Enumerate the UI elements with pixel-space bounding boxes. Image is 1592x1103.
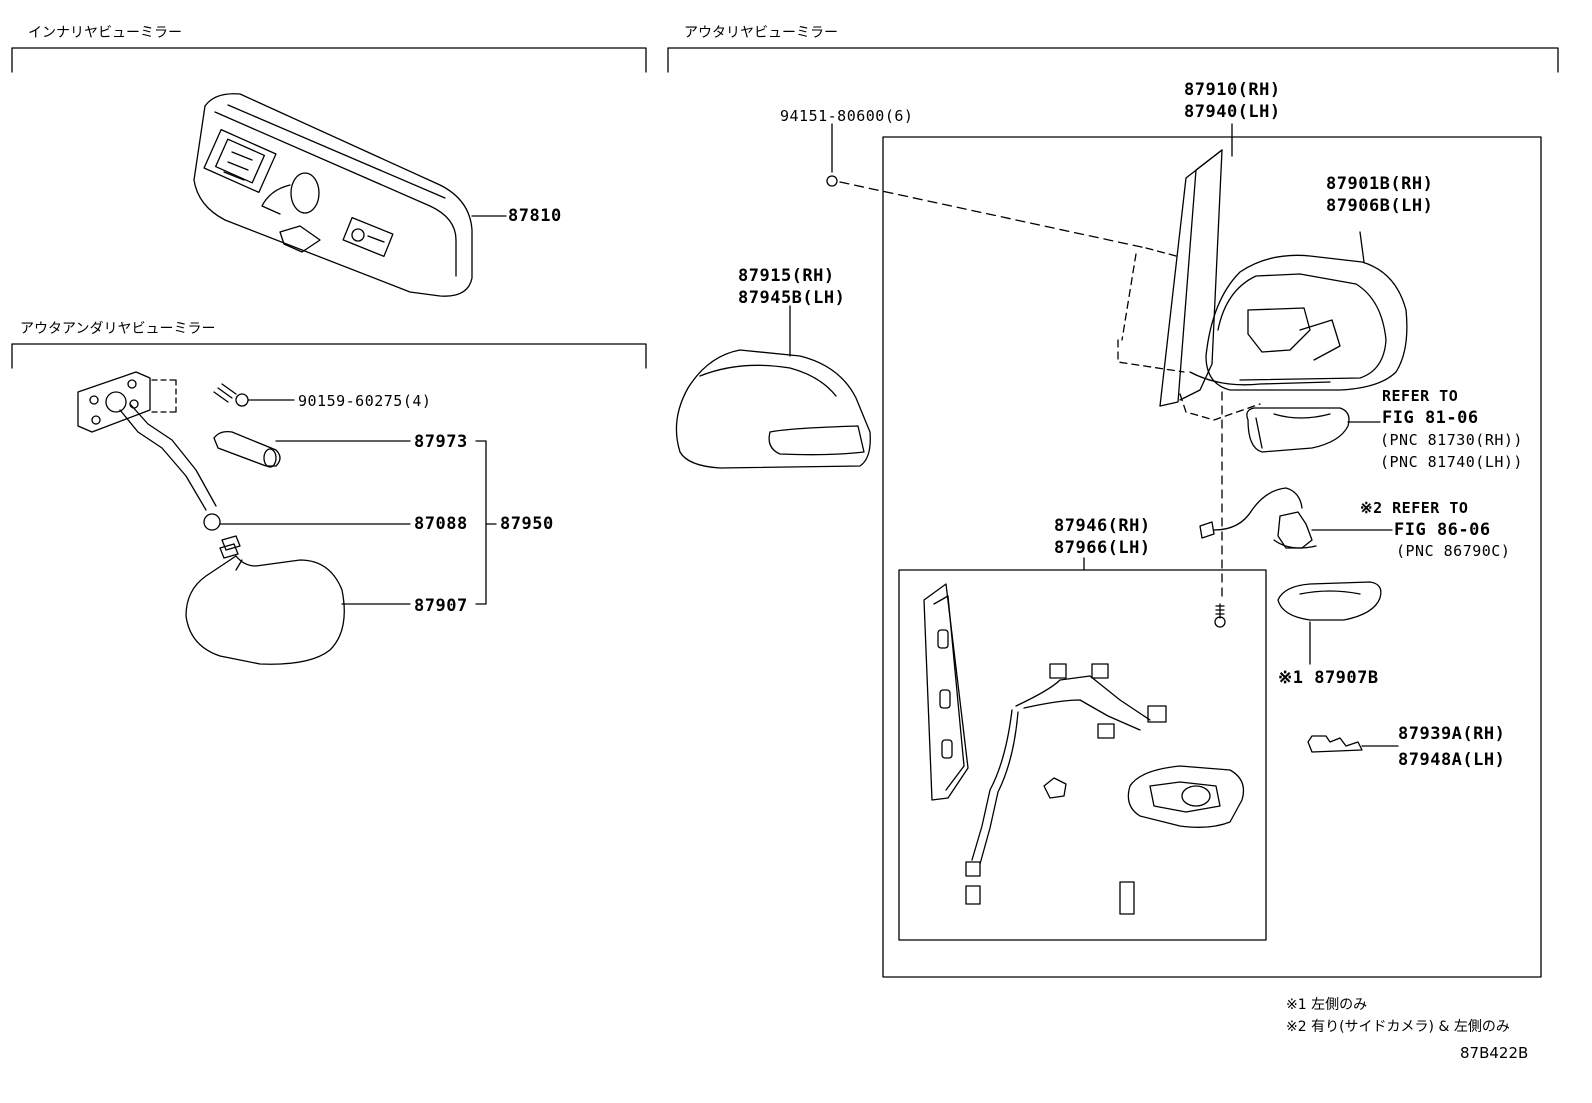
inner-mirror-drawing bbox=[194, 94, 506, 296]
label-87907B: ※1 87907B bbox=[1278, 668, 1379, 688]
screw-drawing bbox=[1215, 604, 1225, 627]
motor-assembly-drawing bbox=[924, 558, 1244, 914]
section-outer-title: アウタリヤビューミラー bbox=[684, 25, 838, 41]
section-outer-under-title: アウタアンダリヤビューミラー bbox=[20, 321, 216, 337]
under-mirror-drawing bbox=[78, 372, 496, 664]
label-87973: 87973 bbox=[414, 432, 468, 452]
label-94151: 94151-80600(6) bbox=[780, 107, 914, 125]
clip-87939A-drawing bbox=[1308, 736, 1398, 752]
section-inner-title: インナリヤビューミラー bbox=[28, 25, 182, 41]
label-87906B: 87906B(LH) bbox=[1326, 196, 1434, 216]
mirror-87910-drawing bbox=[1118, 124, 1407, 420]
ref2-line3: (PNC 86790C) bbox=[1396, 542, 1511, 560]
label-87088: 87088 bbox=[414, 514, 468, 534]
ref1-line3: (PNC 81730(RH)) bbox=[1380, 431, 1523, 449]
box-87910 bbox=[883, 137, 1541, 977]
cover-87915-drawing bbox=[676, 306, 870, 468]
label-87915: 87915(RH) bbox=[738, 266, 835, 286]
label-90159: 90159-60275(4) bbox=[298, 392, 432, 410]
bracket-inner bbox=[12, 48, 646, 72]
footnote-2: ※2 有り(サイドカメラ) & 左側のみ bbox=[1286, 1019, 1510, 1035]
bracket-outer-under bbox=[12, 344, 646, 368]
ref1-line2: FIG 81-06 bbox=[1382, 408, 1479, 428]
ref1-line4: (PNC 81740(LH)) bbox=[1380, 453, 1523, 471]
footnote-1: ※1 左側のみ bbox=[1286, 997, 1368, 1013]
label-87901B: 87901B(RH) bbox=[1326, 174, 1434, 194]
ref2-line1: ※2 REFER TO bbox=[1360, 499, 1469, 517]
box-87946 bbox=[899, 570, 1266, 940]
label-87945B: 87945B(LH) bbox=[738, 288, 846, 308]
label-87907: 87907 bbox=[414, 596, 468, 616]
label-87939A: 87939A(RH) bbox=[1398, 724, 1506, 744]
cover-87907B-drawing bbox=[1278, 582, 1381, 664]
label-87946: 87946(RH) bbox=[1054, 516, 1151, 536]
screw-94151-drawing bbox=[827, 124, 1146, 248]
label-87940: 87940(LH) bbox=[1184, 102, 1281, 122]
label-87950: 87950 bbox=[500, 514, 554, 534]
side-camera-drawing bbox=[1200, 488, 1392, 548]
diagram-code: 87B422B bbox=[1460, 1044, 1529, 1062]
bracket-outer bbox=[668, 48, 1558, 72]
label-87910: 87910(RH) bbox=[1184, 80, 1281, 100]
turn-lamp-drawing bbox=[1247, 408, 1380, 452]
label-87948A: 87948A(LH) bbox=[1398, 750, 1506, 770]
ref1-line1: REFER TO bbox=[1382, 387, 1459, 405]
ref2-line2: FIG 86-06 bbox=[1394, 520, 1491, 540]
label-87966: 87966(LH) bbox=[1054, 538, 1151, 558]
label-87810: 87810 bbox=[508, 206, 562, 226]
